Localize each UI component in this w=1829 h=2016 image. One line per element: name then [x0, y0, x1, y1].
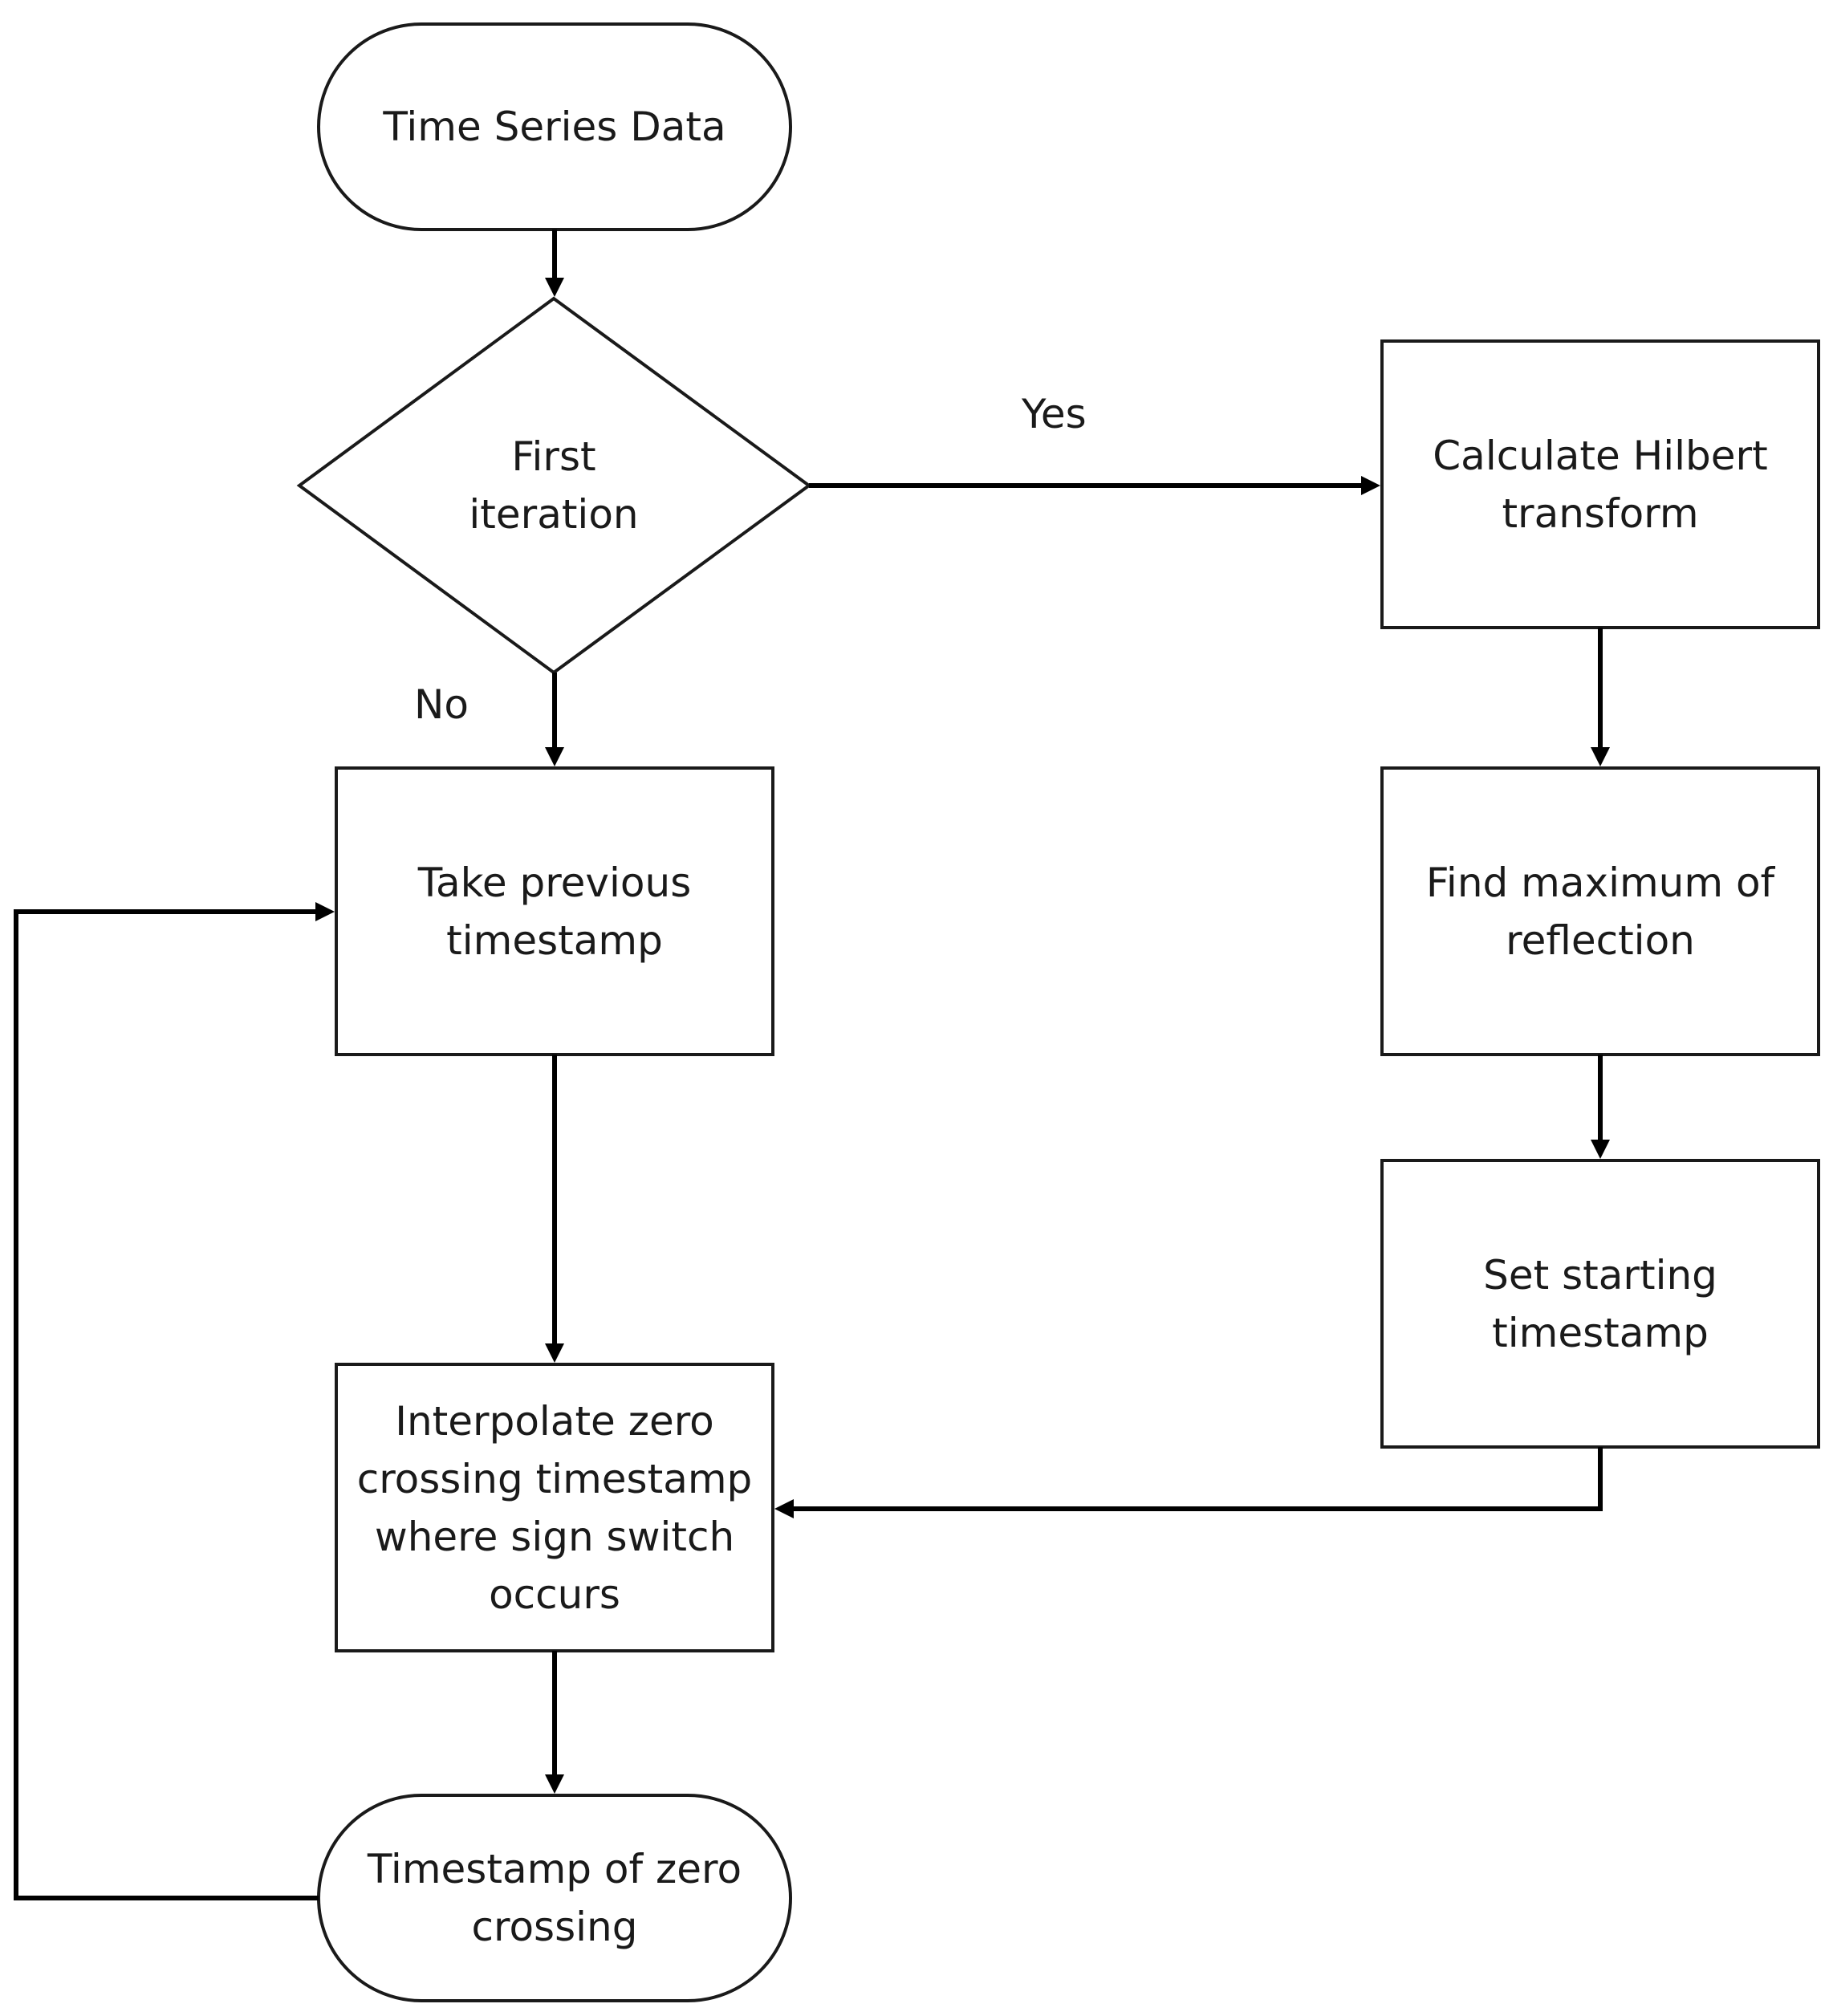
take-previous-timestamp-label: Take previous timestamp — [417, 859, 692, 964]
set-starting-timestamp-label: Set starting timestamp — [1483, 1251, 1717, 1356]
find-maximum-of-reflection-label: Find maximum of reflection — [1425, 859, 1775, 964]
arrowhead-starting-to-interpolate — [774, 1499, 794, 1518]
arrowhead-loop-to-previous — [315, 902, 335, 921]
edge-starting-to-interpolate — [794, 1447, 1603, 1511]
first-iteration-label: First iteration — [469, 433, 639, 538]
edge-loop-result-to-previous — [14, 909, 319, 1900]
time-series-data-label: Time Series Data — [383, 104, 726, 150]
take-previous-timestamp-process — [335, 766, 774, 1056]
timestamp-of-zero-crossing-label: Timestamp of zero crossing — [367, 1846, 742, 1950]
calculate-hilbert-transform-process — [1380, 339, 1820, 629]
arrowhead-hilbert-to-maximum — [1591, 747, 1610, 766]
arrowhead-no-to-previous — [545, 747, 564, 766]
calculate-hilbert-transform-label: Calculate Hilbert transform — [1433, 432, 1768, 537]
interpolate-zero-crossing-label: Interpolate zero crossing timestamp wher… — [356, 1397, 753, 1618]
arrowhead-maximum-to-starting — [1591, 1140, 1610, 1159]
yes-edge-label: Yes — [1022, 391, 1087, 437]
arrowhead-yes-to-hilbert — [1361, 476, 1380, 495]
arrowhead-data-to-decision — [545, 278, 564, 297]
arrowhead-previous-to-interpolate — [545, 1343, 564, 1363]
find-maximum-of-reflection-process — [1380, 766, 1820, 1056]
no-edge-label: No — [414, 681, 469, 728]
arrowhead-interpolate-to-result — [545, 1774, 564, 1794]
set-starting-timestamp-process — [1380, 1159, 1820, 1449]
